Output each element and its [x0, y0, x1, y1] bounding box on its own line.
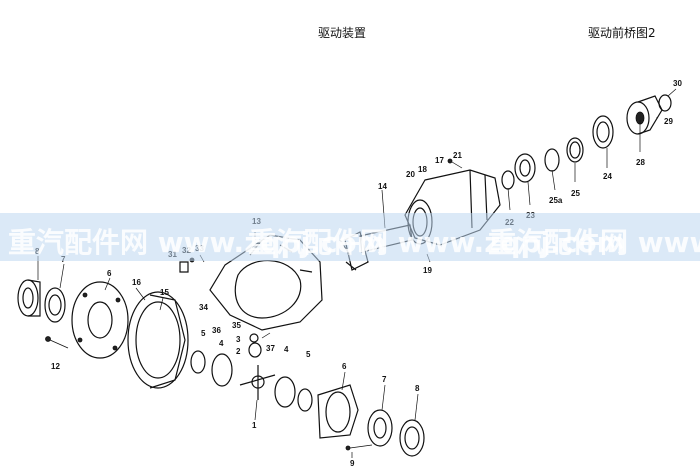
- label-25a: 25a: [549, 196, 563, 205]
- hub-6-right: [317, 384, 359, 439]
- washer-5a: [190, 350, 206, 374]
- label-2: 2: [236, 347, 241, 356]
- label-16: 16: [132, 278, 141, 287]
- bolt-12: [45, 336, 69, 349]
- label-8-right: 8: [415, 384, 420, 393]
- watermark-text-1: 重汽配件网 www.zqpj.com: [8, 226, 386, 259]
- ring-25a: [544, 148, 560, 172]
- small-gears-2-3: [248, 332, 271, 358]
- bearing-8-left: [17, 279, 41, 317]
- label-5-right: 5: [306, 350, 311, 359]
- label-37: 37: [266, 344, 275, 353]
- label-18: 18: [418, 165, 427, 174]
- label-21: 21: [453, 151, 462, 160]
- bearing-7-left: [44, 287, 66, 323]
- label-3: 3: [236, 335, 241, 344]
- label-29: 29: [664, 117, 673, 126]
- bolt-9: [345, 444, 373, 451]
- bolt-21: [447, 158, 463, 169]
- flange-28: [626, 95, 663, 135]
- hub-6-left: [71, 281, 129, 359]
- seal-24: [592, 115, 614, 149]
- watermark-text-2: 重汽配件网 www.zqpj.com: [248, 226, 626, 259]
- spider-1: [239, 365, 276, 400]
- label-17: 17: [435, 156, 444, 165]
- nut-30: [658, 94, 672, 112]
- label-15: 15: [160, 288, 169, 297]
- washer-5b: [297, 388, 313, 412]
- label-1: 1: [252, 421, 257, 430]
- part-labels: 30 29 28 24 25 25a 23 22 21 17 18 20 14 …: [35, 79, 682, 468]
- label-24: 24: [603, 172, 612, 181]
- label-5-left: 5: [201, 329, 206, 338]
- leader-lines: [37, 88, 677, 458]
- label-9: 9: [350, 459, 355, 468]
- washer-22: [501, 170, 515, 190]
- label-34: 34: [199, 303, 208, 312]
- label-4-left: 4: [219, 339, 224, 348]
- header-left-title: 驱动装置: [318, 26, 367, 40]
- label-36: 36: [212, 326, 221, 335]
- label-6-left: 6: [107, 269, 112, 278]
- bearing-23: [514, 153, 536, 183]
- label-6-right: 6: [342, 362, 347, 371]
- watermark-text-3: 重汽配件网 www.zqpj.com: [488, 226, 700, 259]
- label-19: 19: [423, 266, 432, 275]
- ring-25: [566, 137, 584, 163]
- side-gear-4b: [274, 376, 296, 408]
- label-30: 30: [673, 79, 682, 88]
- label-28: 28: [636, 158, 645, 167]
- bearing-7-right: [367, 409, 393, 447]
- label-12: 12: [51, 362, 60, 371]
- side-gear-4a: [211, 353, 233, 387]
- watermark-band: [0, 213, 700, 261]
- crown-gear-15-16: [127, 291, 189, 389]
- bearing-8-right: [399, 419, 425, 457]
- label-7-right: 7: [382, 375, 387, 384]
- label-25: 25: [571, 189, 580, 198]
- label-20: 20: [406, 170, 415, 179]
- label-35: 35: [232, 321, 241, 330]
- label-14: 14: [378, 182, 387, 191]
- label-4-right: 4: [284, 345, 289, 354]
- header-right-title: 驱动前桥图2: [588, 26, 656, 40]
